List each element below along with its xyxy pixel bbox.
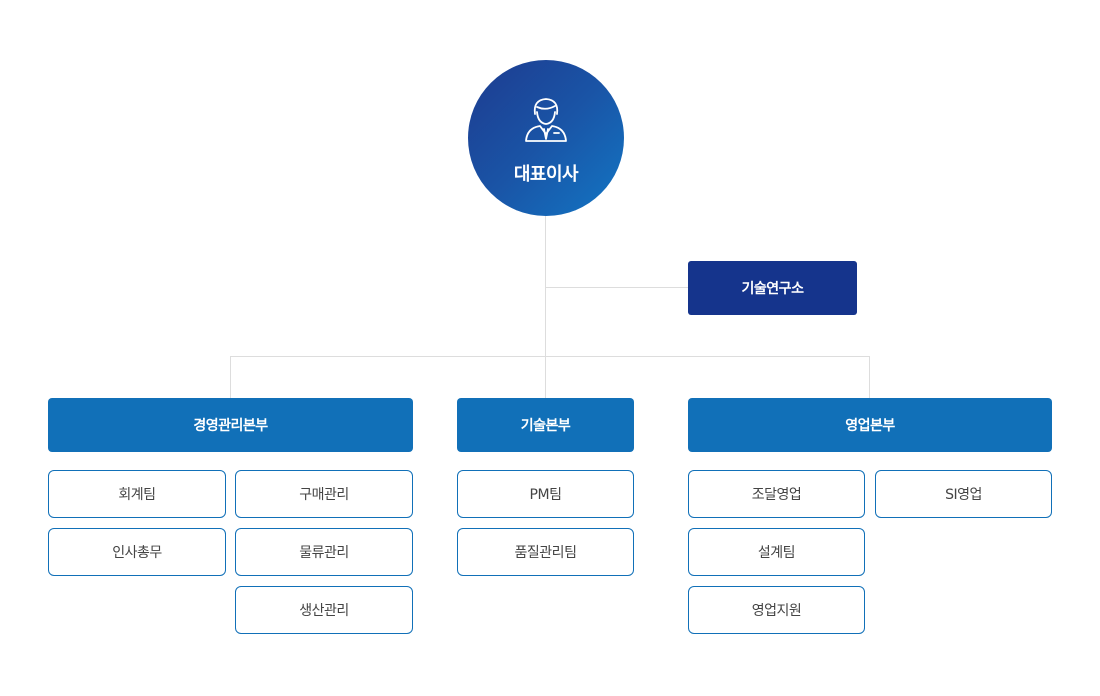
team-label: PM팀	[529, 487, 562, 503]
team-accounting: 회계팀	[48, 470, 226, 518]
team-label: 구매관리	[299, 487, 349, 503]
team-label: 영업지원	[751, 603, 802, 619]
team-label: 물류관리	[299, 545, 349, 561]
team-hr-general-affairs: 인사총무	[48, 528, 226, 576]
lab-label: 기술연구소	[741, 281, 804, 297]
businessman-icon	[525, 98, 567, 142]
team-purchasing: 구매관리	[235, 470, 413, 518]
team-label: 설계팀	[757, 545, 796, 561]
team-label: 생산관리	[299, 603, 349, 619]
connector-lab	[545, 287, 688, 288]
ceo-node: 대표이사	[468, 60, 624, 216]
dept-sales-label: 영업본부	[845, 418, 895, 434]
team-label: 품질관리팀	[514, 545, 577, 561]
connector-horizontal	[230, 356, 870, 357]
team-pm: PM팀	[457, 470, 634, 518]
team-label: 조달영업	[751, 487, 802, 503]
connector-management	[230, 356, 231, 398]
ceo-label: 대표이사	[513, 164, 579, 185]
team-logistics: 물류관리	[235, 528, 413, 576]
team-si-sales: SI영업	[875, 470, 1052, 518]
dept-management-label: 경영관리본부	[193, 418, 268, 434]
dept-technology-label: 기술본부	[520, 418, 571, 434]
lab-node: 기술연구소	[688, 261, 857, 315]
team-label: 회계팀	[118, 487, 156, 503]
dept-management: 경영관리본부	[48, 398, 413, 452]
connector-ceo-vertical	[545, 216, 546, 398]
team-quality: 품질관리팀	[457, 528, 634, 576]
team-production: 생산관리	[235, 586, 413, 634]
dept-technology: 기술본부	[457, 398, 634, 452]
team-label: SI영업	[945, 487, 982, 503]
team-label: 인사총무	[112, 545, 162, 561]
team-sales-support: 영업지원	[688, 586, 865, 634]
connector-sales	[869, 356, 870, 398]
dept-sales: 영업본부	[688, 398, 1052, 452]
team-design: 설계팀	[688, 528, 865, 576]
team-procurement-sales: 조달영업	[688, 470, 865, 518]
